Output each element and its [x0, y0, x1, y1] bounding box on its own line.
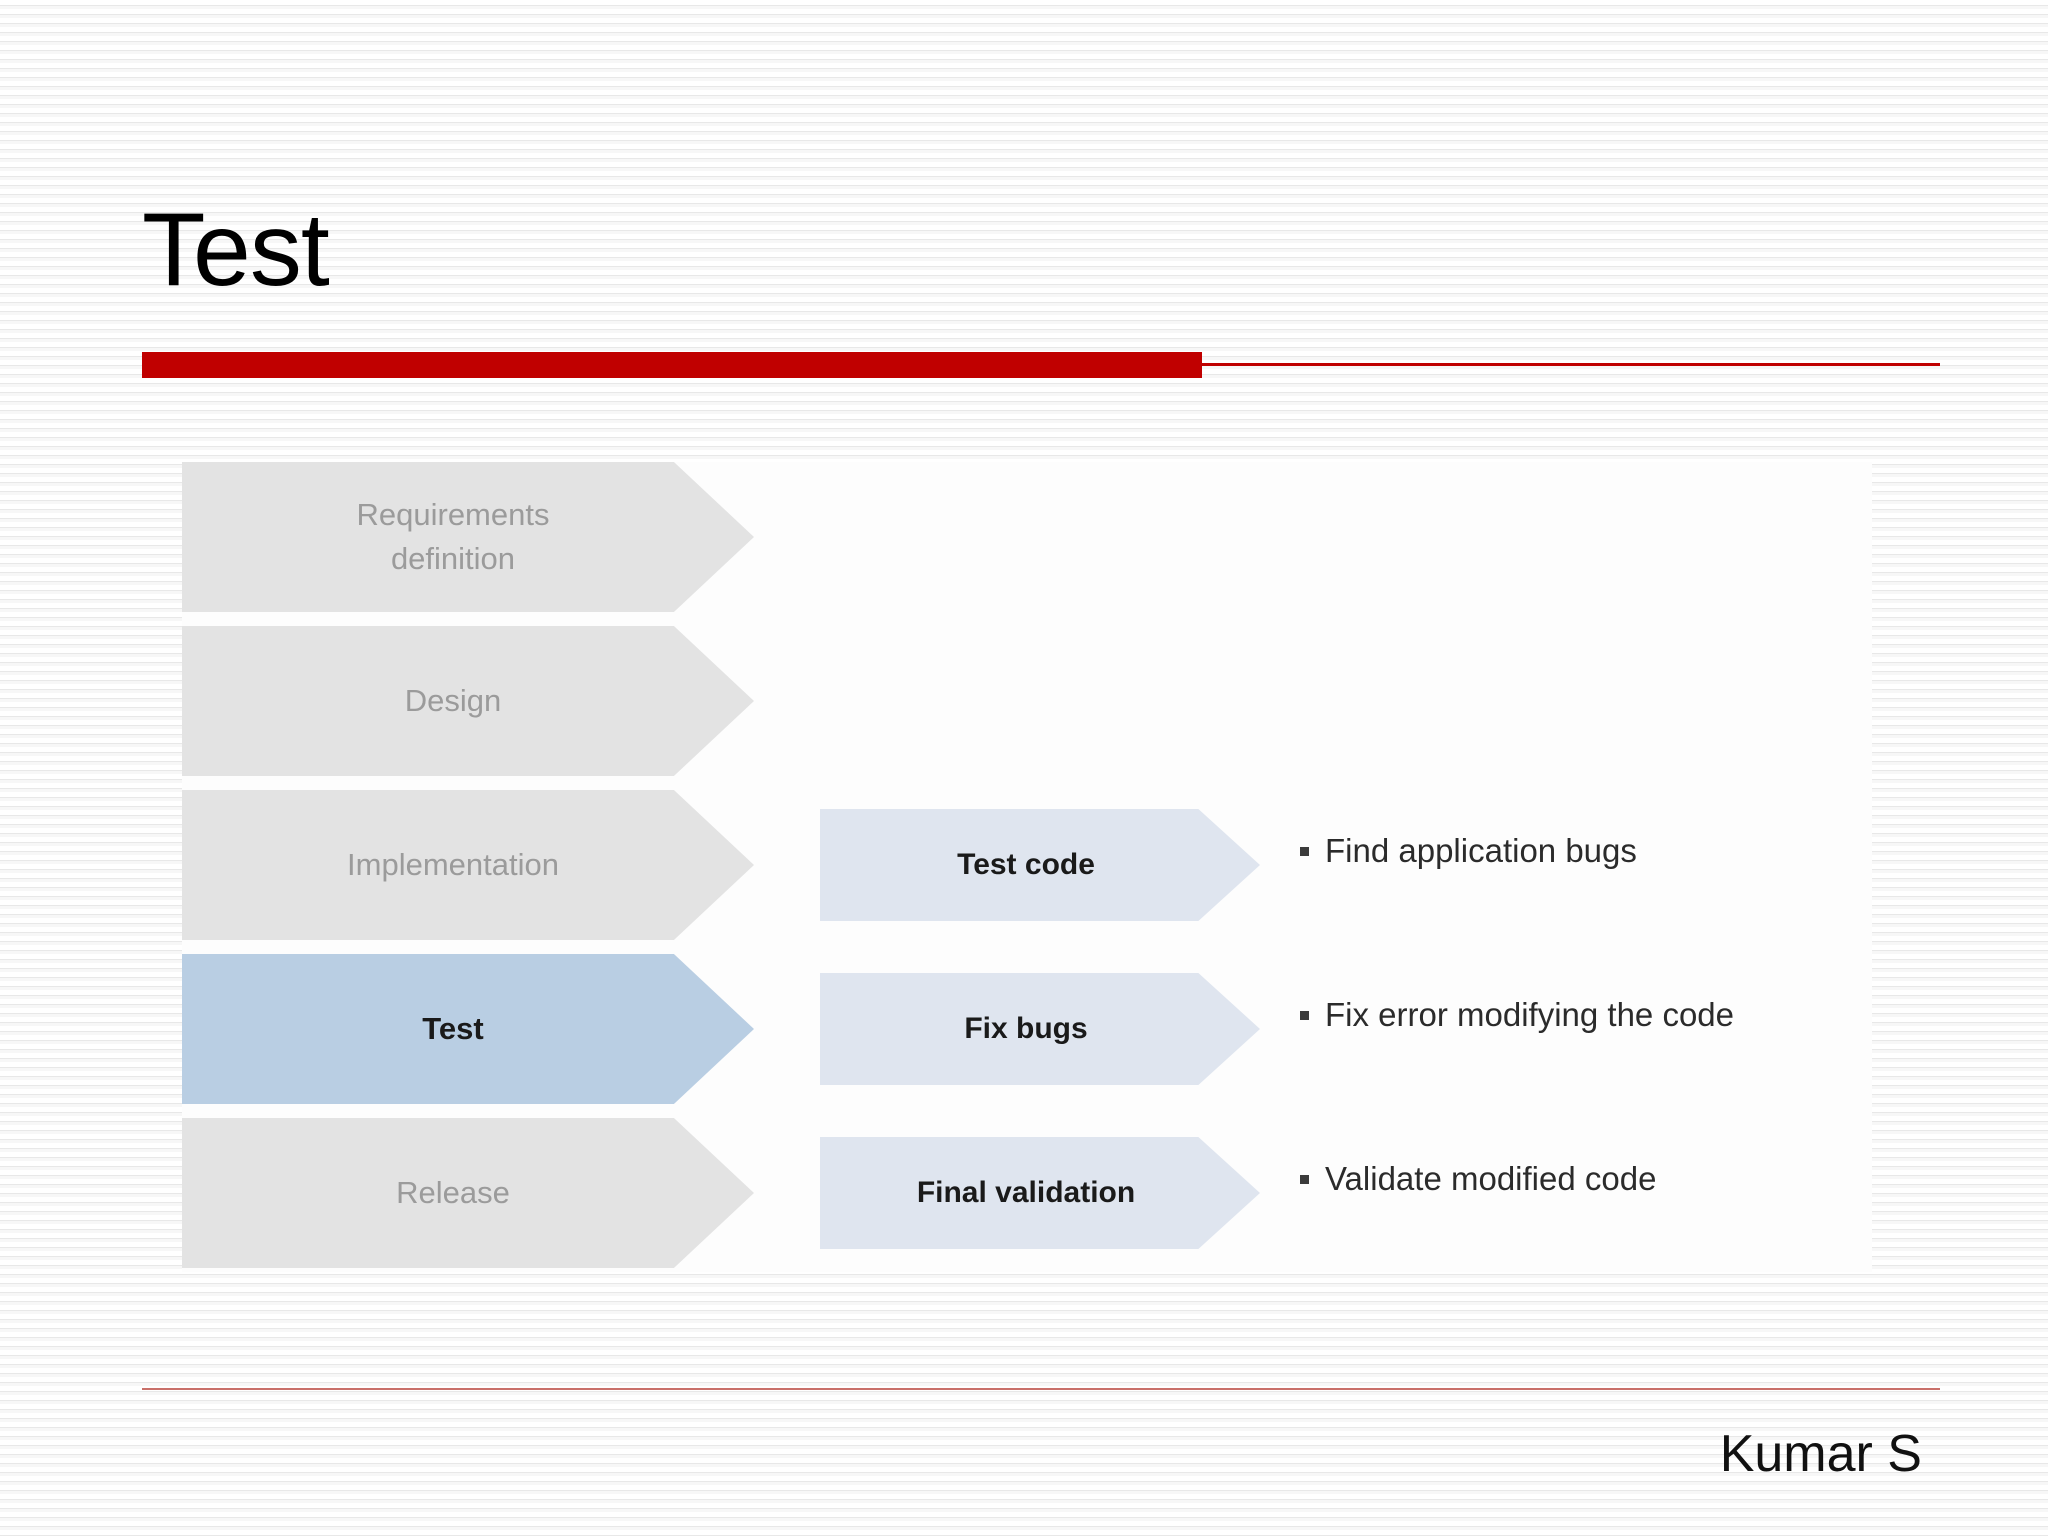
stage-label: Test [422, 1010, 484, 1046]
bullet-marker-icon [1300, 1175, 1309, 1184]
bullet-text: Fix error modifying the code [1325, 996, 1735, 1033]
task-chevron-final-validation[interactable]: Final validation [820, 1137, 1260, 1249]
bullet-text: Find application bugs [1325, 832, 1637, 869]
page-title: Test [142, 192, 330, 308]
task-chevron-test-code[interactable]: Test code [820, 809, 1260, 921]
footer-divider [142, 1388, 1940, 1390]
diagram-row: Implementation Test code Find applicatio… [182, 790, 1872, 940]
stage-chevron-design[interactable]: Design [182, 626, 754, 776]
stage-label: Requirements definition [357, 493, 580, 581]
footer-author: Kumar S [1719, 1425, 1922, 1483]
task-label: Final validation [916, 1176, 1136, 1209]
diagram-row: Release Final validation Validate modifi… [182, 1118, 1872, 1268]
stage-label: Implementation [347, 846, 559, 882]
process-diagram: Requirements definition Design Implement… [182, 462, 1872, 1272]
diagram-row: Requirements definition [182, 462, 1872, 612]
accent-bar-thin [1202, 363, 1940, 366]
stage-label-line2: definition [390, 541, 516, 576]
bullet-item-fix-error-modifying-the-code: Fix error modifying the code [1300, 994, 1734, 1035]
stage-chevron-implementation[interactable]: Implementation [182, 790, 754, 940]
diagram-row: Test Fix bugs Fix error modifying the co… [182, 954, 1872, 1104]
stage-chevron-test[interactable]: Test [182, 954, 754, 1104]
task-chevron-fix-bugs[interactable]: Fix bugs [820, 973, 1260, 1085]
stage-label: Release [396, 1174, 510, 1210]
stage-label-line1: Requirements [356, 496, 550, 532]
stage-chevron-requirements-definition[interactable]: Requirements definition [182, 462, 754, 612]
stage-label: Design [404, 682, 502, 718]
bullet-item-find-application-bugs: Find application bugs [1300, 830, 1637, 871]
title-accent-rule [142, 352, 1940, 378]
diagram-row: Design [182, 626, 1872, 776]
bullet-marker-icon [1300, 1011, 1309, 1020]
bullet-item-validate-modified-code: Validate modified code [1300, 1158, 1656, 1199]
task-label: Test code [957, 848, 1095, 881]
task-label: Fix bugs [964, 1012, 1088, 1045]
stage-chevron-release[interactable]: Release [182, 1118, 754, 1268]
accent-bar-thick [142, 352, 1202, 378]
bullet-marker-icon [1300, 847, 1309, 856]
bullet-text: Validate modified code [1325, 1160, 1657, 1197]
